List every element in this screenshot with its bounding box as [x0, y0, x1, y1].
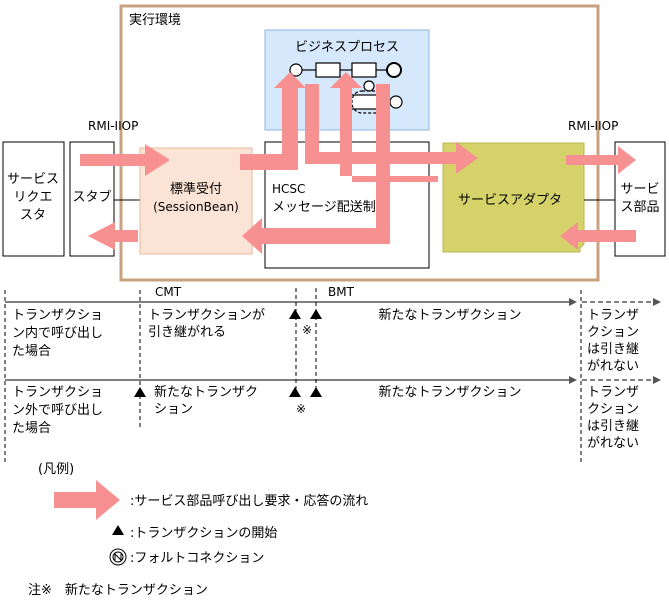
row2-caller-line3: た場合	[12, 421, 51, 436]
row1-service-line2: クション	[587, 325, 639, 340]
service-adapter-box	[442, 142, 585, 253]
transaction-start-marker	[134, 387, 146, 397]
transaction-start-marker	[289, 387, 301, 397]
row1-caller-line2: ン内で呼び出し	[12, 325, 103, 341]
row2-service-line1: トランザ	[587, 385, 639, 400]
flow-arrow-bp-to-reception	[242, 84, 390, 254]
row1-cmt-line1: トランザクションが	[148, 308, 265, 323]
row1-caller-line3: た場合	[12, 344, 51, 359]
rmi-iiop-right-label: RMI-IIOP	[568, 119, 618, 133]
row2-cmt-line1: 新たなトランザク	[154, 384, 258, 400]
cmt-label: CMT	[155, 285, 182, 299]
legend-triangle-description: :トランザクションの開始	[130, 526, 277, 541]
footnote: 注※ 新たなトランザクション	[28, 582, 208, 598]
execution-environment-label: 実行環境	[129, 12, 181, 28]
row2-bmt-text: 新たなトランザクション	[378, 384, 521, 400]
service-part-label-line2: ス部品	[620, 200, 659, 215]
service-requester-label-line3: スタ	[20, 208, 46, 223]
legend-triangle-icon	[112, 525, 124, 535]
row2-caller-line1: トランザクショ	[12, 385, 103, 400]
service-part-label-line1: サービ	[620, 182, 659, 197]
hcsc-label-line1: HCSC	[272, 182, 305, 196]
legend-fault-description: :フォルトコネクション	[130, 551, 264, 566]
transaction-start-marker	[310, 309, 322, 319]
row1-caller-line1: トランザクショ	[12, 308, 103, 323]
row2-cmt-line2: ション	[154, 402, 193, 417]
row2-service-line3: は引き継	[587, 419, 639, 434]
rmi-iiop-left-label: RMI-IIOP	[88, 119, 138, 133]
row2-caller-line2: ン外で呼び出し	[12, 403, 103, 418]
service-requester-box	[2, 141, 65, 257]
flow-arrow-requester-to-reception	[80, 144, 170, 176]
row1-note-mark: ※	[302, 323, 312, 337]
row1-bmt-text: 新たなトランザクション	[378, 307, 521, 323]
row1-cmt-line2: 引き継がれる	[148, 325, 226, 340]
row1-service-line3: は引き継	[587, 342, 639, 357]
service-adapter-label: サービスアダプタ	[458, 193, 562, 208]
standard-reception-label-line2: (SessionBean)	[153, 200, 239, 214]
fault-connection-icon	[109, 548, 127, 566]
stub-label: スタブ	[72, 189, 111, 205]
legend-arrow-description: :サービス部品呼び出し要求・応答の流れ	[130, 493, 368, 509]
flow-arrow-adapter-to-part	[566, 146, 636, 174]
legend-flow-arrow-icon	[54, 480, 120, 520]
service-requester-label-line2: リクエ	[13, 190, 52, 205]
row1-service-line4: がれない	[587, 359, 639, 374]
execution-environment-frame	[119, 4, 600, 282]
hcsc-label-line2: メッセージ配送制御	[272, 200, 389, 215]
transaction-start-marker	[289, 309, 301, 319]
flow-arrow-bp-to-adapter	[305, 84, 478, 174]
row2-service-line2: クション	[587, 402, 639, 417]
business-process-label: ビジネスプロセス	[295, 40, 399, 55]
bmt-label: BMT	[328, 285, 355, 299]
row2-note-mark: ※	[296, 402, 306, 416]
transaction-start-marker	[310, 387, 322, 397]
row1-service-line1: トランザ	[587, 308, 639, 323]
legend-title: (凡例)	[38, 462, 74, 477]
flow-arrow-reception-to-requester	[88, 222, 138, 250]
flow-arrow-adapter-to-bp	[330, 72, 438, 182]
flow-arrow-reception-to-bp	[240, 72, 306, 170]
standard-reception-label-line1: 標準受付	[170, 181, 222, 197]
row2-service-line4: がれない	[587, 436, 639, 451]
flow-arrow-part-to-adapter	[560, 222, 636, 250]
service-requester-label-line1: サービス	[7, 172, 59, 187]
